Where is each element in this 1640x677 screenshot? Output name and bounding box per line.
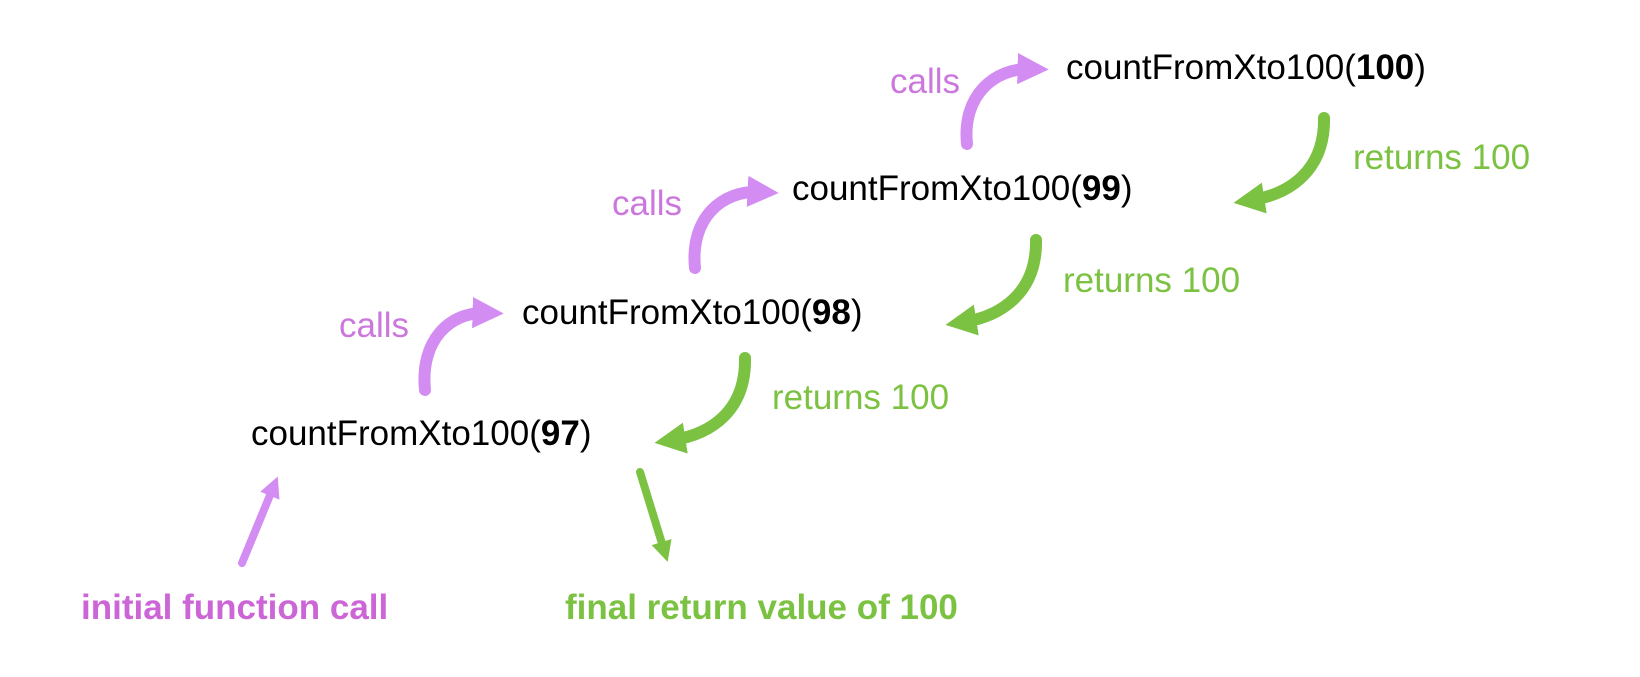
- final-return-arrow: [636, 468, 672, 562]
- calls-label-2: calls: [612, 184, 683, 223]
- calls-arrow-99-to-100: [960, 53, 1049, 150]
- returns-arrow-99-to-98: [945, 234, 1043, 336]
- call-node-97-suffix: ): [579, 414, 592, 453]
- call-node-99-arg: 99: [1081, 169, 1121, 208]
- calls-label-1: calls: [339, 306, 410, 345]
- call-node-98: countFromXto100(98): [522, 295, 862, 330]
- call-node-99-suffix: ): [1120, 169, 1133, 208]
- call-node-98-prefix: countFromXto100(: [522, 293, 812, 332]
- calls-arrow-98-to-99: [688, 175, 779, 274]
- final-caption: final return value of 100: [565, 588, 958, 627]
- call-node-100-prefix: countFromXto100(: [1066, 48, 1356, 87]
- call-node-99-prefix: countFromXto100(: [792, 169, 1082, 208]
- returns-label-3: returns 100: [772, 378, 950, 417]
- call-node-100-suffix: ): [1414, 48, 1426, 87]
- call-node-97: countFromXto100(97): [251, 416, 591, 451]
- initial-call-arrow: [238, 476, 280, 567]
- calls-label-3: calls: [890, 62, 961, 101]
- returns-label-2: returns 100: [1063, 261, 1241, 300]
- initial-caption: initial function call: [81, 588, 389, 627]
- call-node-100: countFromXto100(100): [1066, 50, 1426, 85]
- call-node-100-arg: 100: [1355, 48, 1415, 87]
- returns-arrow-100-to-99: [1233, 112, 1331, 214]
- call-node-97-arg: 97: [540, 414, 580, 453]
- call-node-99: countFromXto100(99): [792, 171, 1132, 206]
- call-node-98-arg: 98: [811, 293, 851, 332]
- returns-arrow-98-to-97: [654, 352, 752, 454]
- call-node-98-suffix: ): [850, 293, 863, 332]
- call-node-97-prefix: countFromXto100(: [251, 414, 541, 453]
- returns-label-1: returns 100: [1353, 138, 1531, 177]
- calls-arrow-97-to-98: [418, 297, 504, 396]
